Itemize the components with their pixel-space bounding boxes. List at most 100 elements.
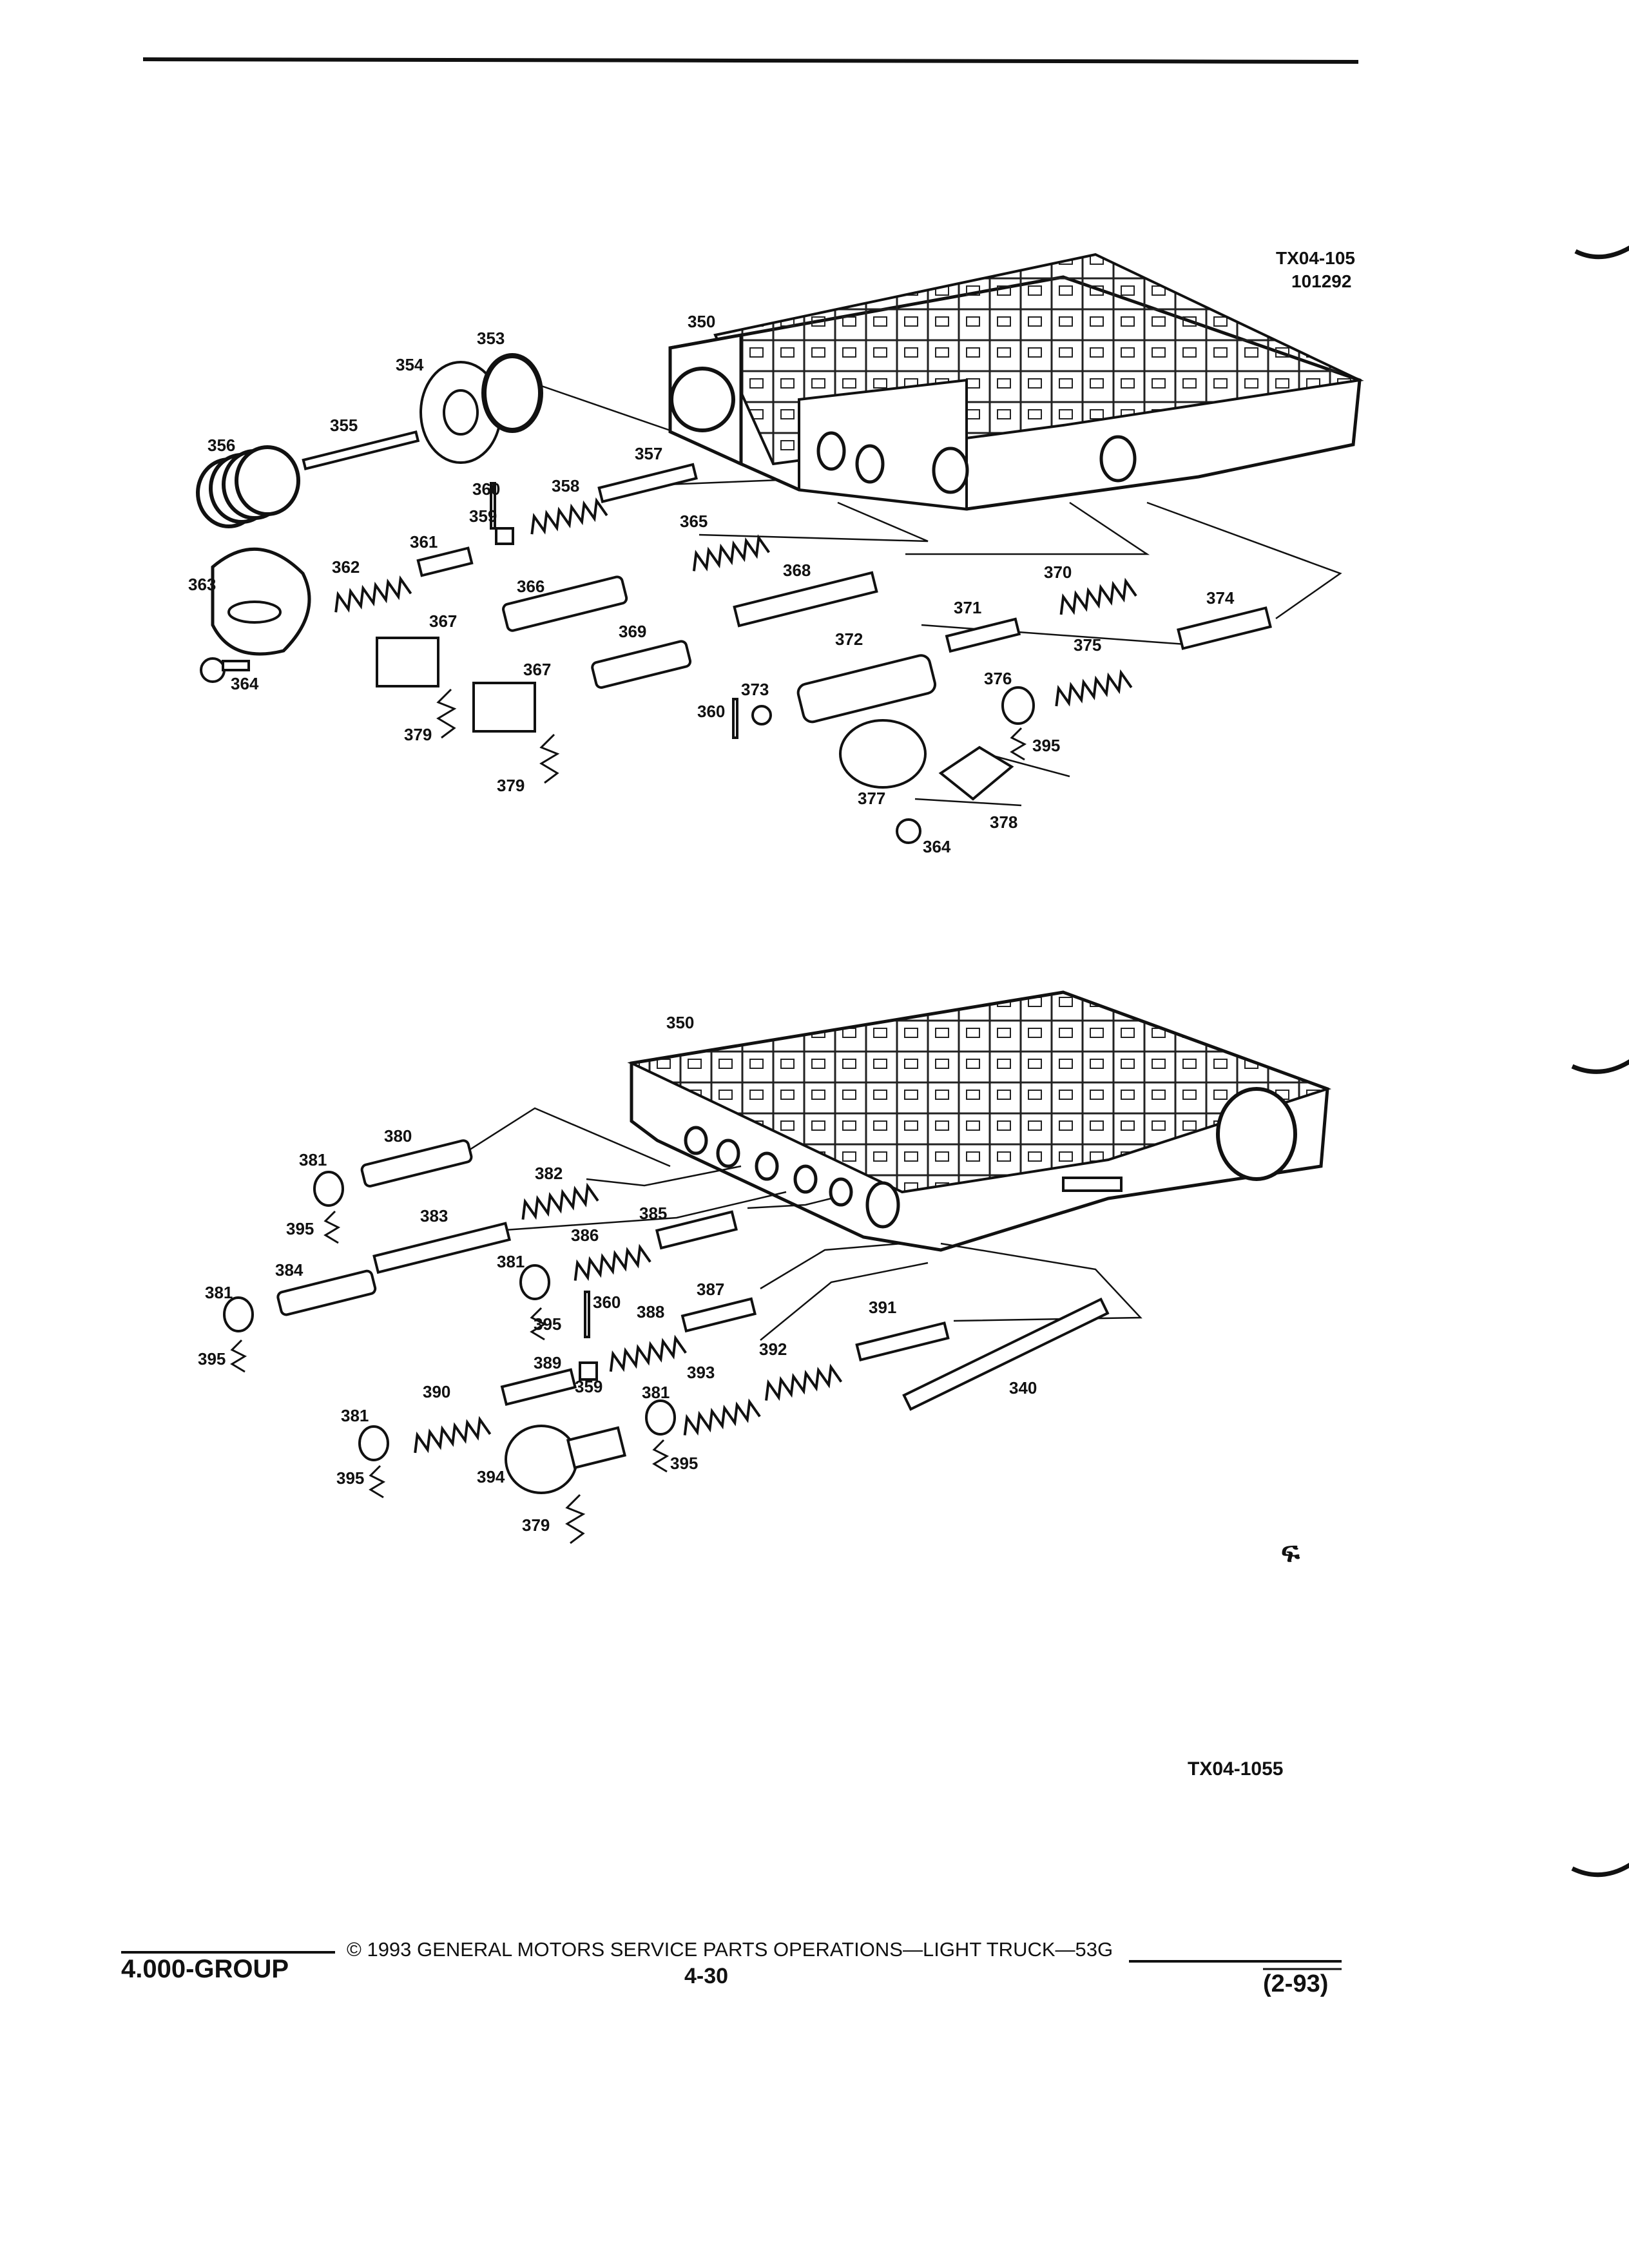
part-366-valve (502, 575, 628, 632)
part-number-label: 355 (330, 416, 358, 435)
part-number-label: 380 (384, 1126, 412, 1146)
top-leader-lines (528, 380, 1342, 807)
footer-page-number: 4-30 (684, 1964, 729, 1988)
part-number-label: 384 (275, 1260, 304, 1280)
figure-id-top: TX04-105 (1276, 248, 1355, 268)
part-number-label: 372 (835, 629, 863, 649)
top-valve-body (668, 253, 1364, 511)
part-number-label: 391 (869, 1298, 897, 1317)
part-number-label: 370 (1044, 562, 1072, 582)
part-381-plug-b (519, 1264, 550, 1300)
part-number-label: 359 (575, 1377, 603, 1396)
part-360-pin-c (584, 1291, 590, 1338)
part-353-seal (481, 353, 543, 433)
part-364-bolt-b (896, 818, 921, 844)
part-number-label: 381 (205, 1283, 233, 1302)
part-357-valve (597, 463, 698, 504)
part-394-solenoid (505, 1425, 578, 1494)
part-361-valve (416, 546, 474, 577)
part-number-label: 363 (188, 575, 217, 594)
part-number-label: 395 (534, 1314, 562, 1334)
part-374-valve (1177, 606, 1272, 650)
edge-mark-3 (1571, 1863, 1629, 1878)
part-340-harness (902, 1297, 1110, 1411)
bottom-leader-lines (463, 1107, 1142, 1341)
part-381-plug-a (313, 1171, 344, 1207)
part-364-bolt (200, 657, 226, 683)
part-number-label: 381 (642, 1383, 670, 1402)
part-number-label: 368 (783, 561, 811, 580)
part-387-valve (680, 1297, 757, 1333)
part-number-label: 395 (336, 1468, 365, 1488)
part-360-pin-b (732, 698, 738, 739)
part-number-label: 359 (469, 506, 497, 526)
part-376-plug (1001, 686, 1035, 725)
part-number-label: 354 (396, 355, 424, 374)
part-380-valve (360, 1139, 473, 1187)
part-360-pin (490, 482, 496, 530)
bottom-valve-body (627, 990, 1332, 1252)
part-367-solenoid-a (376, 637, 439, 687)
part-number-label: 381 (497, 1252, 525, 1271)
part-number-label: 386 (571, 1225, 599, 1245)
part-number-label: 388 (637, 1302, 665, 1321)
part-number-label: 353 (477, 329, 505, 348)
part-377-solenoid (839, 719, 927, 789)
part-number-label: 394 (477, 1467, 505, 1486)
part-number-label: 381 (299, 1150, 327, 1169)
part-number-label: 376 (984, 669, 1012, 688)
part-number-label: 369 (619, 622, 647, 641)
part-number-label: 350 (688, 312, 716, 331)
part-367-solenoid-b (472, 682, 536, 733)
part-number-label: 371 (954, 598, 982, 617)
part-number-label: 387 (697, 1280, 725, 1299)
part-number-label: 382 (535, 1164, 563, 1183)
part-378-bracket (938, 745, 1014, 801)
top-components (196, 353, 1272, 844)
part-number-label: 364 (923, 837, 951, 856)
part-number-label: 395 (670, 1454, 699, 1473)
figure-id-bottom: TX04-1055 (1188, 1758, 1284, 1780)
part-number-label: 361 (410, 532, 438, 552)
part-number-label: 360 (472, 479, 501, 499)
part-number-label: 393 (687, 1363, 715, 1382)
part-number-label: 357 (635, 444, 663, 463)
part-number-label: 350 (666, 1013, 695, 1032)
top-rule (142, 57, 1359, 64)
part-number-label: 379 (497, 776, 525, 795)
part-355-pin (302, 430, 420, 471)
edge-mark-2 (1571, 1059, 1629, 1074)
footer-revision: (2-93) (1263, 1970, 1329, 1997)
part-number-label: 395 (286, 1219, 314, 1238)
part-391-valve (855, 1321, 950, 1361)
part-371-valve (945, 617, 1021, 653)
part-number-label: 360 (697, 702, 726, 721)
part-number-label: 362 (332, 557, 360, 577)
part-385-valve (655, 1210, 738, 1250)
footer-copyright: © 1993 GENERAL MOTORS SERVICE PARTS OPER… (347, 1938, 1113, 1961)
part-389-valve (500, 1368, 577, 1406)
part-number-label: 390 (423, 1382, 451, 1401)
part-381-plug-d (358, 1425, 389, 1461)
part-number-label: 383 (420, 1206, 448, 1225)
part-number-label: 356 (207, 436, 236, 455)
part-359-plug-b (579, 1361, 598, 1381)
part-number-label: 395 (1032, 736, 1061, 755)
part-number-label: 373 (741, 680, 769, 699)
part-number-label: 389 (534, 1353, 562, 1372)
bottom-components (223, 1139, 1110, 1494)
symbol-mark: ፍ (1281, 1537, 1300, 1568)
part-number-label: 379 (522, 1515, 550, 1535)
part-number-label: 340 (1009, 1378, 1037, 1398)
part-number-label: 377 (858, 789, 886, 808)
part-number-label: 379 (404, 725, 432, 744)
part-383-valve (372, 1222, 512, 1274)
top-clips (436, 688, 1027, 784)
part-number-label: 381 (341, 1406, 369, 1425)
bottom-clips (230, 1210, 670, 1544)
part-368-valve (733, 571, 878, 628)
part-372-sleeve (796, 654, 937, 724)
part-number-label: 392 (759, 1340, 787, 1359)
part-number-label: 360 (593, 1293, 621, 1312)
